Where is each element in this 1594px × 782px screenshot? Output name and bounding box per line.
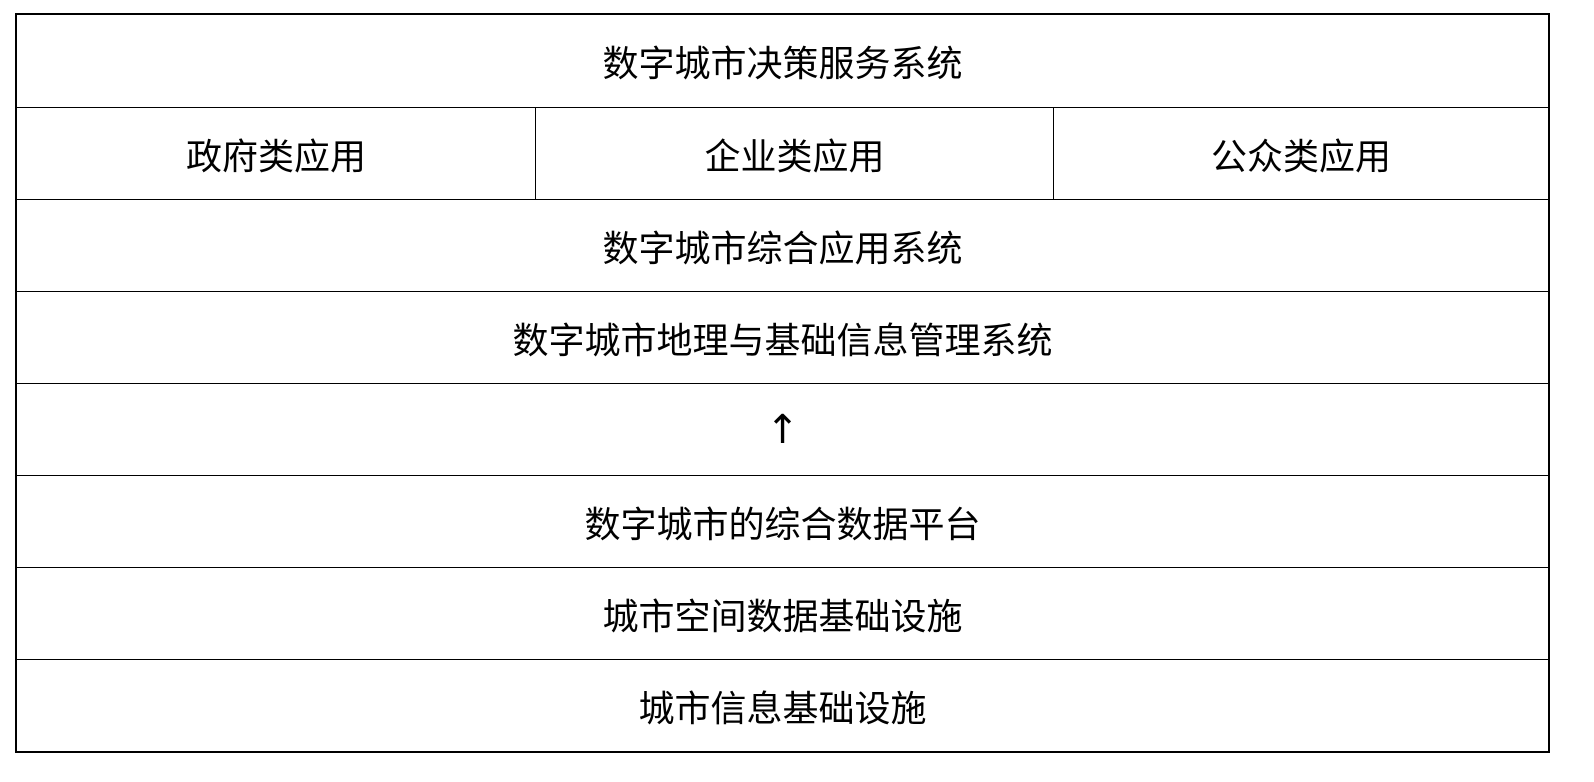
- layer-data-platform-label: 数字城市的综合数据平台: [584, 504, 981, 546]
- layer-spatial-data-infrastructure: 城市空间数据基础设施: [17, 567, 1548, 659]
- layer-decision-service: 数字城市决策服务系统: [17, 15, 1548, 107]
- app-government: 政府类应用: [17, 108, 535, 199]
- layer-info-infrastructure-label: 城市信息基础设施: [638, 688, 927, 730]
- layer-applications: 政府类应用 企业类应用 公众类应用: [17, 107, 1548, 199]
- layer-decision-service-label: 数字城市决策服务系统: [602, 44, 963, 85]
- layer-spatial-data-infrastructure-label: 城市空间数据基础设施: [602, 596, 963, 638]
- app-government-label: 政府类应用: [185, 136, 366, 178]
- app-enterprise-label: 企业类应用: [704, 136, 885, 178]
- layer-geo-info-management: 数字城市地理与基础信息管理系统: [17, 291, 1548, 383]
- up-arrow-icon: ↑: [765, 406, 800, 453]
- app-public: 公众类应用: [1053, 108, 1548, 199]
- layer-arrow: ↑: [17, 383, 1548, 475]
- layer-data-platform: 数字城市的综合数据平台: [17, 475, 1548, 567]
- layer-integrated-application: 数字城市综合应用系统: [17, 199, 1548, 291]
- layer-geo-info-management-label: 数字城市地理与基础信息管理系统: [512, 320, 1053, 362]
- app-enterprise: 企业类应用: [535, 108, 1053, 199]
- layer-integrated-application-label: 数字城市综合应用系统: [602, 228, 963, 270]
- app-public-label: 公众类应用: [1210, 136, 1391, 178]
- layer-info-infrastructure: 城市信息基础设施: [17, 659, 1548, 751]
- layer-diagram: 数字城市决策服务系统 政府类应用 企业类应用 公众类应用 数字城市综合应用系统 …: [15, 13, 1550, 753]
